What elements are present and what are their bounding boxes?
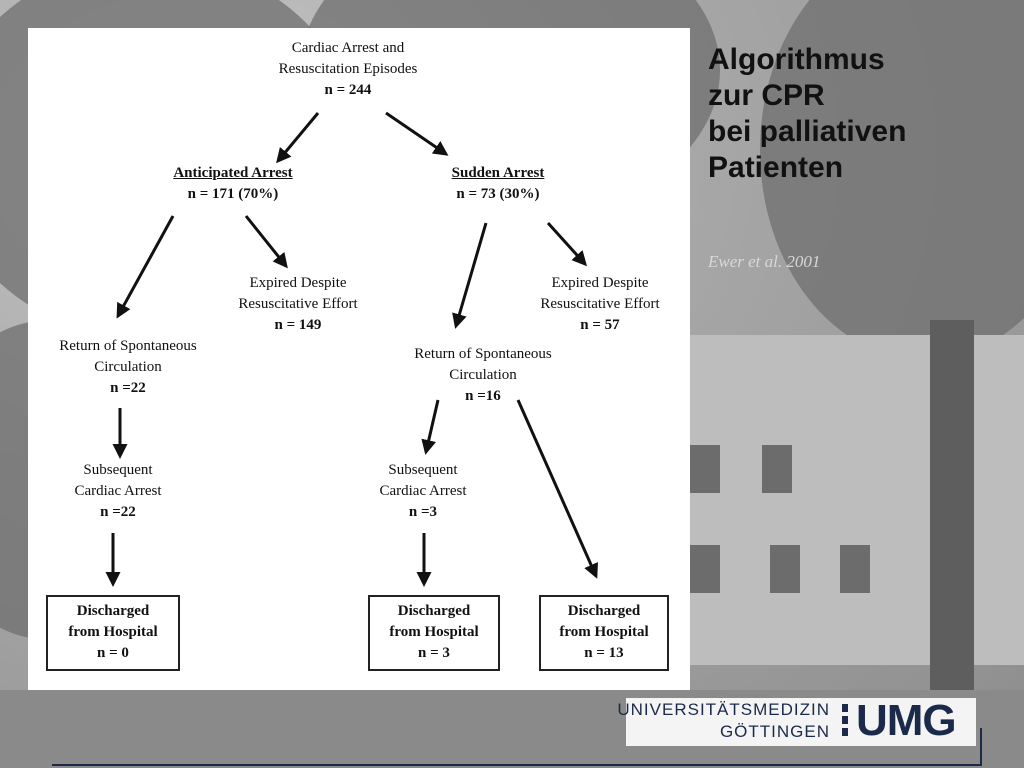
arrow-anticipated-rosc [116, 215, 175, 319]
slide-title: Algorithmus zur CPR bei palliativen Pati… [708, 42, 1008, 186]
arrow-sudden-rosc [452, 222, 488, 329]
umg-logo: UNIVERSITÄTSMEDIZIN GÖTTINGEN UMG [617, 696, 976, 746]
node-discharged-3: Discharged from Hospital n = 13 [539, 595, 669, 671]
node-discharged-1: Discharged from Hospital n = 0 [46, 595, 180, 671]
node-rosc-anticipated: Return of Spontaneous Circulation n =22 [59, 338, 197, 396]
arrow-rosc-s-subseq [421, 399, 440, 455]
title-line-1: Algorithmus [708, 43, 885, 76]
arrow-root-sudden [385, 111, 449, 156]
arrow-root-anticipated [276, 112, 320, 164]
node-subsequent-anticipated: Subsequent Cardiac Arrest n =22 [74, 462, 162, 520]
logo-line-2: GÖTTINGEN [719, 722, 830, 741]
arrow-rosc-s-disch3 [516, 399, 598, 579]
node-subsequent-sudden: Subsequent Cardiac Arrest n =3 [379, 462, 467, 520]
node-expired-sudden: Expired Despite Resuscitative Effort n =… [540, 275, 660, 333]
title-line-4: Patienten [708, 151, 844, 184]
flowchart-arrows [105, 111, 598, 587]
node-anticipated-arrest: Anticipated Arrest n = 171 (70%) [173, 165, 293, 202]
citation: Ewer et al. 2001 [708, 252, 821, 271]
logo-mark: UMG [856, 696, 957, 745]
node-rosc-sudden: Return of Spontaneous Circulation n =16 [414, 346, 552, 404]
footer-rule [52, 764, 982, 766]
title-line-3: bei palliativen [708, 115, 907, 148]
title-line-2: zur CPR [708, 79, 825, 112]
node-root: Cardiac Arrest and Resuscitation Episode… [278, 40, 418, 98]
flowchart-panel: Cardiac Arrest and Resuscitation Episode… [28, 28, 690, 690]
arrow-sudden-expired [546, 221, 588, 267]
logo-bars-icon [842, 704, 848, 740]
node-expired-anticipated: Expired Despite Resuscitative Effort n =… [238, 275, 358, 333]
node-sudden-arrest: Sudden Arrest n = 73 (30%) [451, 165, 545, 202]
footer-vertical-rule [980, 728, 982, 766]
node-discharged-2: Discharged from Hospital n = 3 [368, 595, 500, 671]
logo-line-1: UNIVERSITÄTSMEDIZIN [617, 700, 830, 719]
arrow-anticipated-expired [244, 215, 288, 269]
